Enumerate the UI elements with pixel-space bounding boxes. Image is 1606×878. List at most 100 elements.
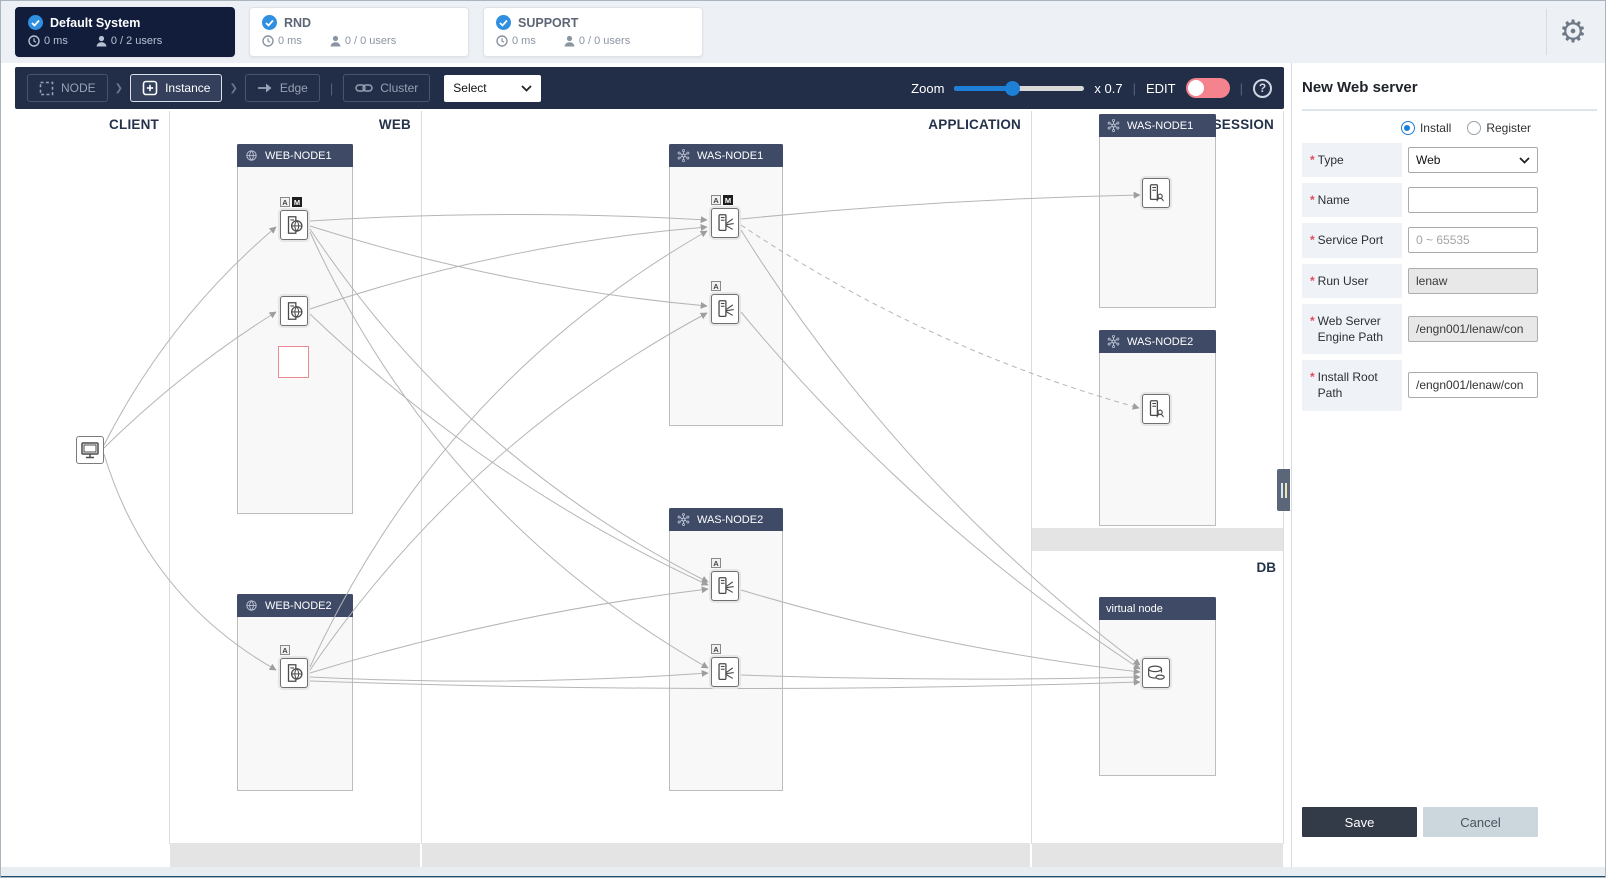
was-node1-session-instance[interactable] xyxy=(1142,178,1170,208)
web-instance-icon xyxy=(287,302,303,320)
zoom-slider[interactable] xyxy=(954,80,1085,96)
user-icon xyxy=(96,35,107,47)
edge[interactable] xyxy=(740,191,1141,220)
edge[interactable] xyxy=(740,589,1141,675)
system-users: 0 / 0 users xyxy=(344,35,397,47)
zoom-slider-fill xyxy=(954,85,1013,91)
edge-tool-button[interactable]: Edge xyxy=(244,74,320,102)
required-marker: * xyxy=(1310,153,1315,167)
column-label-client: CLIENT xyxy=(109,117,159,132)
engine-path-input xyxy=(1408,315,1538,342)
edge[interactable] xyxy=(309,231,709,669)
panel-collapse-handle[interactable] xyxy=(1277,469,1290,511)
was-node2-app-instance[interactable] xyxy=(711,657,739,687)
edge[interactable] xyxy=(309,224,708,310)
cluster-tool-button[interactable]: Cluster xyxy=(343,74,431,102)
instance-badges: A xyxy=(280,645,290,655)
web-node1-instance[interactable] xyxy=(280,296,308,326)
toolbar-right-group: Zoom x 0.7 | EDIT | ? xyxy=(911,78,1272,98)
edge[interactable] xyxy=(309,586,709,674)
form-row-name: *Name xyxy=(1302,183,1597,218)
panel-buttons: Save Cancel xyxy=(1302,807,1538,837)
install-radio[interactable]: Install xyxy=(1400,121,1452,135)
chevron-down-icon xyxy=(1519,156,1530,164)
edge[interactable] xyxy=(309,228,709,583)
edge[interactable] xyxy=(740,311,1141,670)
name-label: Name xyxy=(1317,193,1350,208)
was-node2-session-box[interactable]: WAS-NODE2 xyxy=(1099,330,1216,526)
globe-icon xyxy=(246,150,257,161)
install-path-input[interactable] xyxy=(1408,372,1538,399)
required-marker: * xyxy=(1310,313,1315,328)
was-instance-icon xyxy=(718,214,735,231)
settings-gear-icon[interactable]: ⚙ xyxy=(1559,14,1587,49)
web-node1-header: WEB-NODE1 xyxy=(237,144,353,167)
clock-icon xyxy=(496,35,508,47)
was-instance-icon xyxy=(718,300,735,317)
was-node1-app-box[interactable]: WAS-NODE1 xyxy=(669,144,783,426)
system-latency: 0 ms xyxy=(44,35,68,47)
user-icon xyxy=(330,35,341,47)
radio-dot-icon xyxy=(1400,121,1415,135)
edge[interactable] xyxy=(309,313,709,586)
column-label-application: APPLICATION xyxy=(928,117,1021,132)
save-button[interactable]: Save xyxy=(1302,807,1417,837)
type-select[interactable]: Web xyxy=(1408,147,1538,174)
instance-tool-button[interactable]: Instance xyxy=(130,74,223,102)
zoom-label: Zoom xyxy=(911,80,945,96)
web-instance-icon xyxy=(287,216,303,234)
edge[interactable] xyxy=(309,312,708,671)
was-node2-app-box[interactable]: WAS-NODE2 xyxy=(669,508,783,791)
edge[interactable] xyxy=(740,224,1140,410)
topbar-divider xyxy=(1546,9,1547,55)
select-dropdown-value: Select xyxy=(453,81,487,95)
register-radio[interactable]: Register xyxy=(1467,121,1531,135)
edge[interactable] xyxy=(309,230,708,668)
was-node2-app-instance[interactable] xyxy=(711,571,739,601)
was-node1-app-instance[interactable] xyxy=(711,294,739,324)
web-node2-box[interactable]: WEB-NODE2 xyxy=(237,594,353,791)
select-dropdown[interactable]: Select xyxy=(444,74,542,102)
service-port-input[interactable] xyxy=(1408,227,1538,254)
column-label-db: DB xyxy=(1256,560,1277,575)
edge[interactable] xyxy=(740,229,1141,666)
session-instance-icon xyxy=(1149,184,1164,202)
edge[interactable] xyxy=(309,214,708,224)
chevron-down-icon xyxy=(521,84,532,92)
client-node[interactable] xyxy=(76,436,104,464)
marquee-icon xyxy=(39,81,54,95)
help-icon[interactable]: ? xyxy=(1253,78,1272,98)
was-node1-session-box[interactable]: WAS-NODE1 xyxy=(1099,114,1216,308)
form-row-engine-path: *Web Server Engine Path xyxy=(1302,303,1597,355)
virtual-node-instance[interactable] xyxy=(1142,658,1170,688)
badge-A: A xyxy=(280,197,290,207)
node-title: WEB-NODE1 xyxy=(265,149,332,162)
install-radio-label: Install xyxy=(1419,121,1452,135)
node-tool-button[interactable]: NODE xyxy=(27,74,108,102)
cancel-button[interactable]: Cancel xyxy=(1423,807,1538,837)
name-input[interactable] xyxy=(1408,187,1538,214)
new-instance-placeholder[interactable] xyxy=(278,346,309,378)
globe-icon xyxy=(246,600,257,611)
edge[interactable] xyxy=(740,673,1141,681)
was-node2-session-instance[interactable] xyxy=(1142,394,1170,424)
panel-title: New Web server xyxy=(1302,79,1418,96)
badge-M: M xyxy=(723,195,733,205)
edge[interactable] xyxy=(309,225,708,309)
edge[interactable] xyxy=(309,669,709,682)
edit-toggle[interactable] xyxy=(1185,78,1230,98)
client-computer-icon xyxy=(81,442,99,459)
cluster-tool-label: Cluster xyxy=(380,81,419,95)
virtual-node-header: virtual node xyxy=(1099,597,1216,620)
web-node1-instance[interactable] xyxy=(280,210,308,240)
was-node1-app-instance[interactable] xyxy=(711,208,739,238)
zoom-slider-knob[interactable] xyxy=(1005,80,1021,96)
cluster-icon xyxy=(677,513,690,526)
web-node2-instance[interactable] xyxy=(280,658,308,688)
badge-M: M xyxy=(292,197,302,207)
